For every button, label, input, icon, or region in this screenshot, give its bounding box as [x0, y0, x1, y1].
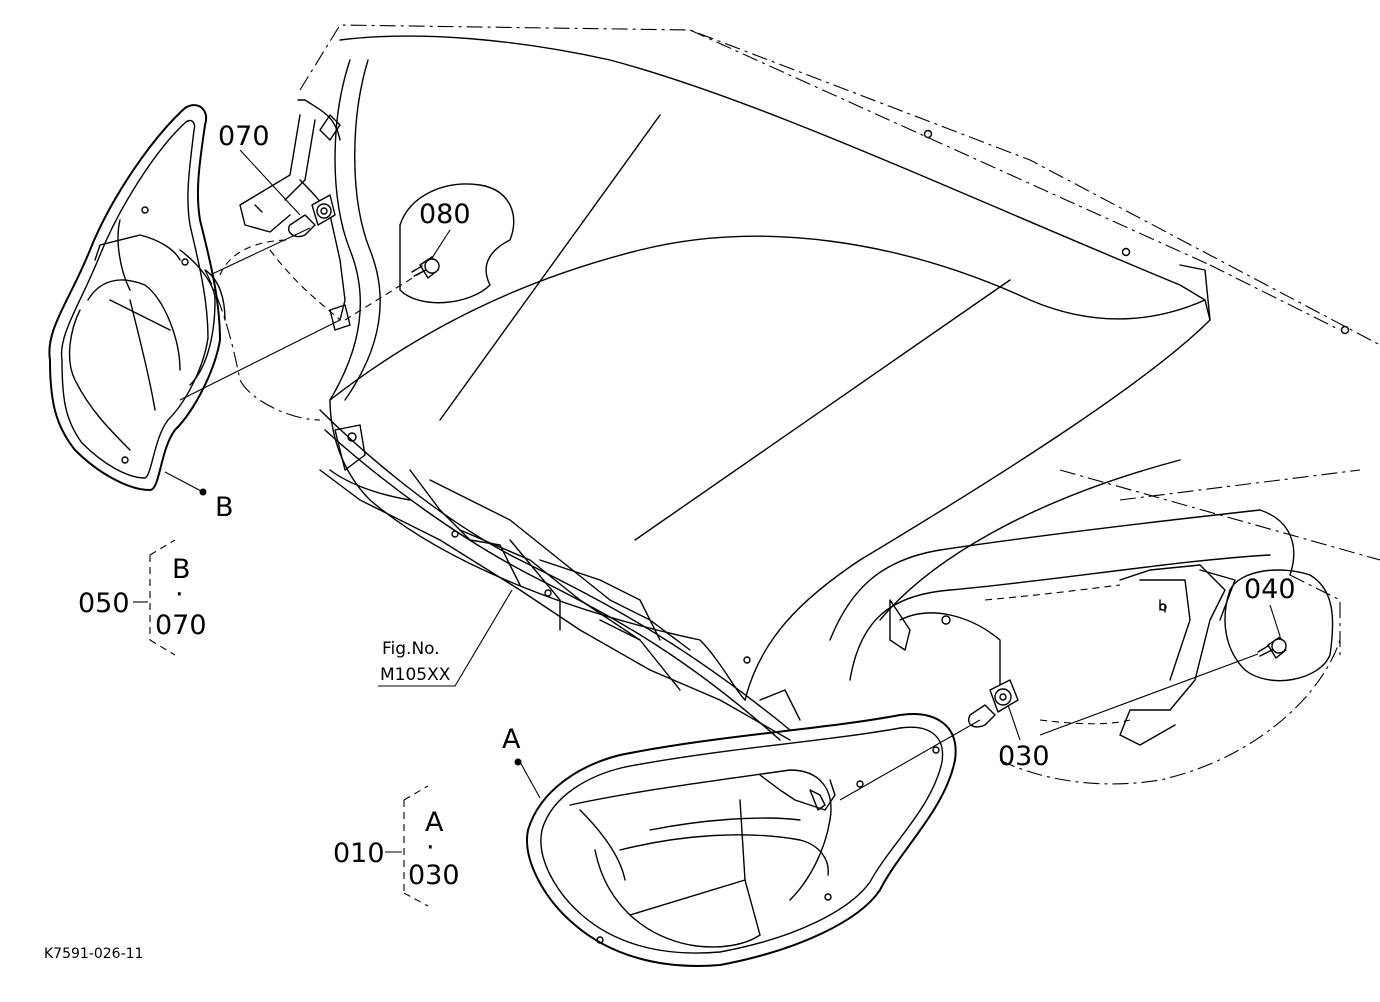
front-grille — [319, 409, 801, 741]
figure-reference: Fig.No. M105XX — [380, 639, 451, 685]
group-a-part: 010 — [333, 838, 385, 869]
right-fender-bracket — [829, 509, 1341, 785]
hood-assembly — [299, 24, 1380, 701]
callout-080: 080 — [419, 199, 471, 230]
group-a-ref: A — [425, 807, 444, 838]
left-fender-bracket — [204, 99, 351, 421]
part-callout-labels: 070 080 040 030 — [218, 121, 1296, 772]
group-b-bracket: 050 B · 070 — [78, 539, 207, 656]
leader-lines — [164, 149, 1281, 801]
marker-a: A — [502, 724, 522, 766]
marker-b-label: B — [215, 492, 234, 523]
group-a-dot: · — [426, 832, 435, 863]
callout-bubble-040 — [1224, 569, 1334, 682]
group-b-ref: B — [172, 554, 191, 585]
group-a-end: 030 — [408, 860, 460, 891]
callout-bubble-080 — [399, 183, 515, 304]
marker-b-dot — [199, 488, 207, 496]
figure-reference-line2: M105XX — [380, 665, 451, 685]
marker-a-dot — [514, 758, 522, 766]
marker-a-label: A — [502, 724, 521, 755]
marker-b: B — [199, 488, 234, 523]
callout-040: 040 — [1244, 574, 1296, 605]
group-a-bracket: 010 A · 030 — [333, 785, 460, 907]
group-b-end: 070 — [155, 610, 207, 641]
callout-030: 030 — [998, 741, 1050, 772]
figure-reference-line1: Fig.No. — [382, 639, 440, 659]
group-b-dot: · — [175, 579, 184, 610]
left-headlight-lamp — [48, 104, 226, 491]
group-b-part: 050 — [78, 588, 130, 619]
drawing-code: K7591-026-11 — [44, 946, 143, 962]
callout-070: 070 — [218, 121, 270, 152]
right-headlight-lamp — [526, 713, 957, 967]
